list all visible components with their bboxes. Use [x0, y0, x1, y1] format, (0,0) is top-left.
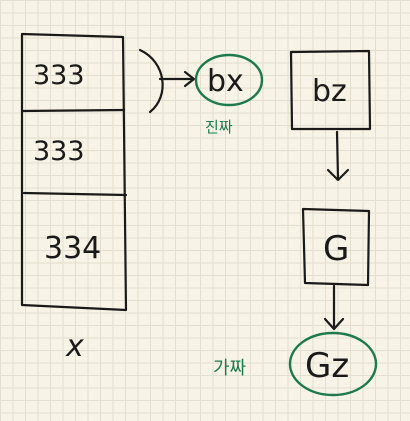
memory-label: x — [65, 329, 84, 364]
arrow-g-to-gz — [323, 284, 345, 331]
grouping-bracket — [138, 48, 164, 114]
g-box — [301, 207, 371, 287]
bx-label: bx — [207, 64, 244, 99]
cell-divider-2 — [22, 191, 128, 197]
bz-label: bz — [312, 74, 347, 109]
memory-cell-2: 333 — [33, 136, 85, 167]
bx-note: 진짜 — [205, 118, 233, 136]
memory-block-outline — [20, 32, 128, 312]
memory-block: 333 333 334 — [20, 32, 128, 312]
gz-label: Gz — [305, 346, 349, 386]
bx-circle — [194, 53, 264, 107]
bz-box — [289, 49, 372, 131]
arrow-to-bx — [158, 70, 196, 88]
memory-cell-1: 333 — [33, 60, 85, 91]
gz-note: 가짜 — [213, 358, 247, 379]
g-label: G — [323, 229, 349, 269]
arrow-bz-to-g — [326, 130, 350, 182]
gz-circle — [288, 331, 378, 397]
cell-divider-1 — [20, 108, 126, 113]
memory-cell-3: 334 — [44, 231, 101, 266]
